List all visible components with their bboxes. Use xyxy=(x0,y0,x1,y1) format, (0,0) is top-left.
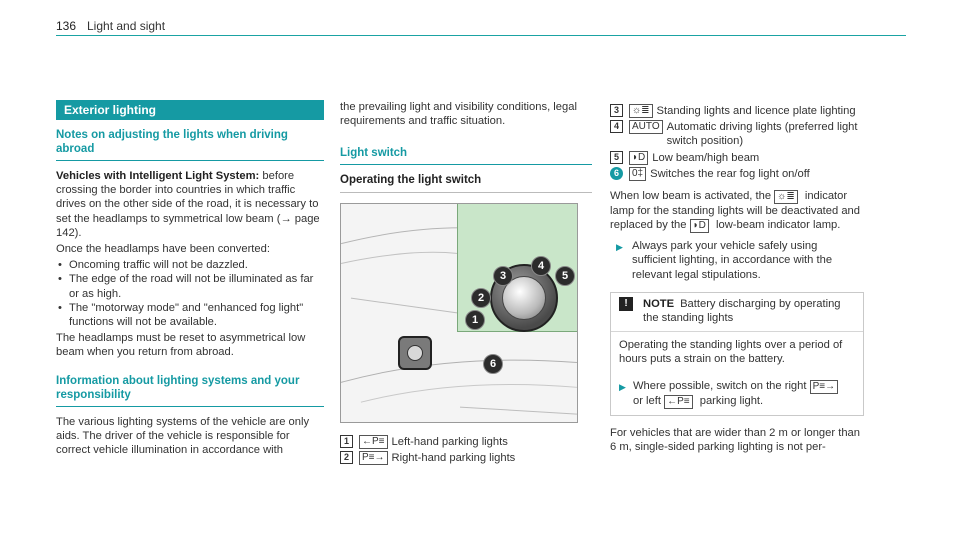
callout-badge-6: 6 xyxy=(483,353,503,374)
paragraph-low-beam: When low beam is activated, the ☼≣ indic… xyxy=(610,189,864,234)
legend-key: 1 xyxy=(340,434,353,448)
legend-key: 3 xyxy=(610,104,623,117)
arrow-right-icon: ▶ xyxy=(616,242,623,253)
paragraph-text: When low beam is activated, the xyxy=(610,190,775,203)
list-item: The edge of the road will not be illumin… xyxy=(56,272,324,300)
paragraph-aids: The various lighting systems of the vehi… xyxy=(56,415,310,457)
callout-badge-4: 4 xyxy=(531,255,551,276)
dashboard-drawing xyxy=(341,226,577,415)
paragraph-text: indicator lamp for the standing lights w… xyxy=(610,190,861,232)
column-left: Exterior lighting Notes on adjusting the… xyxy=(56,100,324,459)
legend-item: 5 ◗D Low beam/high beam xyxy=(610,150,864,165)
legend-key: 6 xyxy=(610,166,623,180)
note-tip: ▶ Where possible, switch on the right P≡… xyxy=(611,373,863,415)
legend-text: Switches the rear fog light on/off xyxy=(650,167,810,180)
callout-badge-5: 5 xyxy=(555,265,575,286)
light-switch-knob xyxy=(502,275,546,320)
heading-driving-abroad: Notes on adjusting the lights when drivi… xyxy=(56,128,324,161)
callout-badge-2: 2 xyxy=(471,287,491,308)
legend-item: 3 ☼≣ Standing lights and licence plate l… xyxy=(610,104,864,118)
legend-text: Right-hand parking lights xyxy=(391,451,516,464)
parking-light-left-icon: ←P≡ xyxy=(359,434,388,449)
low-beam-icon: ◗D xyxy=(629,150,649,165)
callout-badge-3: 3 xyxy=(493,265,513,286)
light-switch-location-knob xyxy=(407,344,423,361)
heading-responsibility: Information about lighting systems and y… xyxy=(56,374,324,407)
tip-text: or left xyxy=(633,394,665,407)
legend-text: Left-hand parking lights xyxy=(391,435,508,448)
paragraph-once-converted: Once the headlamps have been converted: xyxy=(56,243,270,256)
standing-lights-icon: ☼≣ xyxy=(774,190,798,205)
warning-icon: ! xyxy=(619,296,633,311)
parking-light-right-icon: P≡→ xyxy=(359,450,388,465)
rear-fog-light-icon: 0‡ xyxy=(629,166,647,181)
lead-text: Vehicles with Intelligent Light System: xyxy=(56,170,260,182)
light-switch-illustration: 1 2 3 4 5 6 xyxy=(340,202,578,423)
note-body: Operating the standing lights over a per… xyxy=(619,339,843,366)
tip-park-safely: ▶ Always park your vehicle safely using … xyxy=(610,239,864,282)
bullet-list: Oncoming traffic will not be dazzled. Th… xyxy=(56,258,324,329)
legend-key: 4 xyxy=(610,120,623,134)
standing-lights-icon: ☼≣ xyxy=(629,104,653,118)
heading-operating: Operating the light switch xyxy=(340,173,592,193)
parking-light-left-icon: ←P≡ xyxy=(664,394,693,409)
legend-text: Low beam/high beam xyxy=(652,151,760,164)
legend-item: 1 ←P≡ Left-hand parking lights xyxy=(340,434,592,449)
note-label: NOTE xyxy=(643,297,675,310)
legend-key: 2 xyxy=(340,450,353,464)
section-banner: Exterior lighting xyxy=(56,100,324,120)
callout-badge-1: 1 xyxy=(465,309,485,330)
paragraph-prevailing: the prevailing light and visibility cond… xyxy=(340,101,577,128)
parking-light-right-icon: P≡→ xyxy=(809,379,839,394)
tip-text: Always park your vehicle safely using su… xyxy=(632,240,833,281)
legend-item: 6 0‡ Switches the rear fog light on/off xyxy=(610,166,864,181)
list-item: Oncoming traffic will not be dazzled. xyxy=(56,258,324,272)
legend-text: Standing lights and licence plate lighti… xyxy=(656,105,856,117)
column-middle: the prevailing light and visibility cond… xyxy=(340,100,592,467)
tip-text: Where possible, switch on the right xyxy=(633,379,810,392)
note-title: Battery discharging by operating the sta… xyxy=(643,297,841,325)
paragraph-wide-vehicles: For vehicles that are wider than 2 m or … xyxy=(610,426,860,453)
page-topic: Light and sight xyxy=(87,19,166,33)
page-header: 136 Light and sight xyxy=(56,16,906,38)
list-item: The "motorway mode" and "enhanced fog li… xyxy=(56,301,324,329)
low-beam-icon: ◗D xyxy=(689,219,709,234)
paragraph-text: before crossing the border into countrie… xyxy=(56,170,320,239)
page-number: 136 xyxy=(56,19,77,33)
legend-item: 4 AUTO Automatic driving lights (preferr… xyxy=(610,120,864,148)
paragraph-intelligent-light: Vehicles with Intelligent Light System: … xyxy=(56,169,324,240)
auto-lights-icon: AUTO xyxy=(629,120,663,135)
legend-text: Automatic driving lights (preferred ligh… xyxy=(666,121,858,148)
legend-item: 2 P≡→ Right-hand parking lights xyxy=(340,450,592,465)
tip-text: parking light. xyxy=(696,394,764,407)
column-right: 3 ☼≣ Standing lights and licence plate l… xyxy=(610,104,864,456)
legend-key: 5 xyxy=(610,150,623,164)
paragraph-reset: The headlamps must be reset to asymmetri… xyxy=(56,332,306,359)
header-rule xyxy=(56,35,906,36)
arrow-right-icon: ▶ xyxy=(619,381,626,392)
heading-light-switch: Light switch xyxy=(340,146,592,166)
paragraph-text: low-beam indicator lamp. xyxy=(712,219,841,232)
